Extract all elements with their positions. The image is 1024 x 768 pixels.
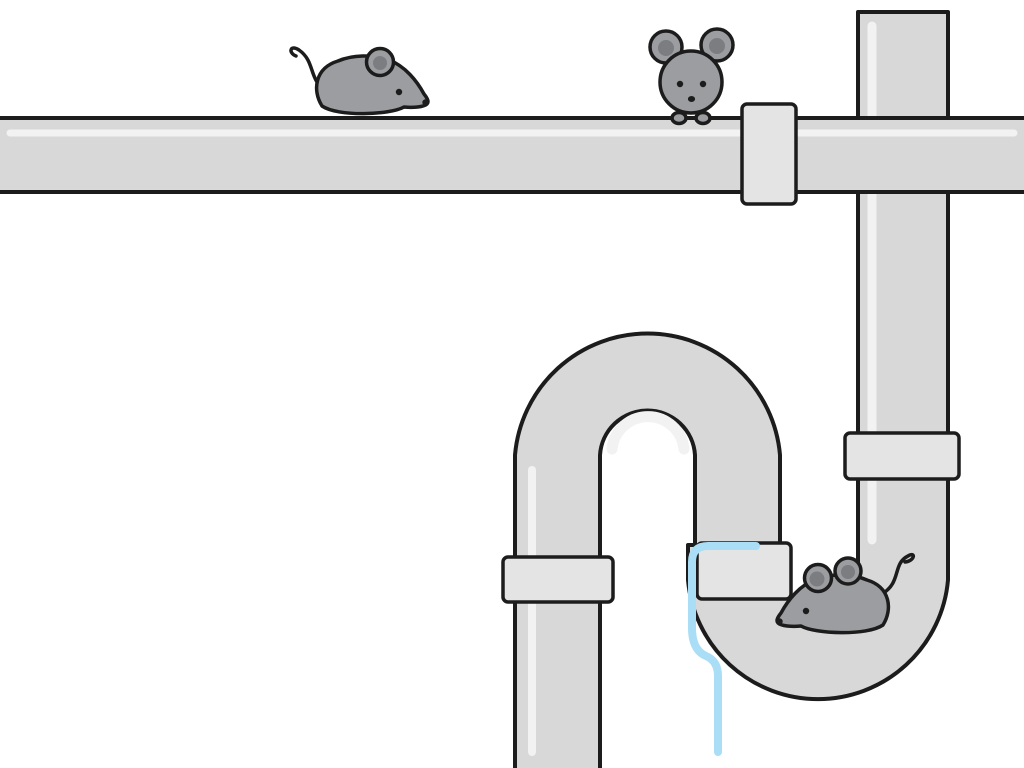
- mouse-eye-left: [676, 80, 684, 88]
- coupling-junction: [695, 541, 793, 601]
- mouse-inner-ear-left: [658, 40, 674, 56]
- coupling-right-pipe: [843, 431, 961, 481]
- mouse-inner-ear: [373, 56, 387, 70]
- mouse-nose: [776, 618, 783, 625]
- mouse-head: [658, 49, 724, 115]
- mouse-paw-left: [670, 110, 688, 126]
- mouse-body: [775, 573, 891, 635]
- trap-inner-highlight: [606, 411, 690, 455]
- mouse-tail: [880, 552, 915, 596]
- mouse-body: [314, 54, 430, 116]
- mouse-eye: [802, 607, 810, 615]
- mouse-inner-ear-front: [809, 571, 825, 587]
- mouse-eye: [395, 88, 403, 96]
- top-pipe: [0, 116, 1024, 194]
- coupling-left-leg: [501, 555, 615, 604]
- mouse-eye-right: [699, 80, 707, 88]
- mouse-nose: [422, 99, 429, 106]
- mouse-peeking: [648, 27, 735, 115]
- mouse-in-bend: [775, 552, 915, 635]
- mouse-nose: [687, 96, 696, 102]
- trap-pipe: [513, 331, 782, 768]
- mouse-peeking-paws: [670, 110, 712, 126]
- top-pipe-body: [0, 116, 1024, 194]
- water-leak-stream: [688, 542, 760, 756]
- coupling-top-pipe: [740, 102, 798, 206]
- mouse-lying: [289, 46, 430, 116]
- mouse-inner-ear-right: [709, 38, 725, 54]
- mouse-tail: [289, 46, 328, 92]
- mouse-paw-right: [694, 110, 712, 126]
- trap-pipe-body: [513, 331, 782, 768]
- mouse-inner-ear-back: [841, 565, 855, 579]
